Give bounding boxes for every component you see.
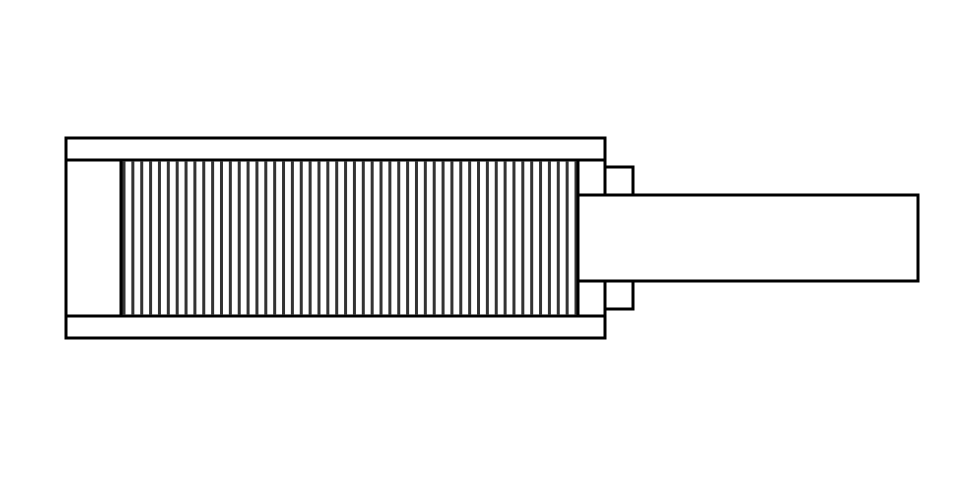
- piston-rod-outline: [576, 193, 920, 283]
- compressed-spring-region: [119, 160, 578, 316]
- piston-rod: [576, 193, 920, 283]
- spring-hatch-lines: [122, 161, 578, 315]
